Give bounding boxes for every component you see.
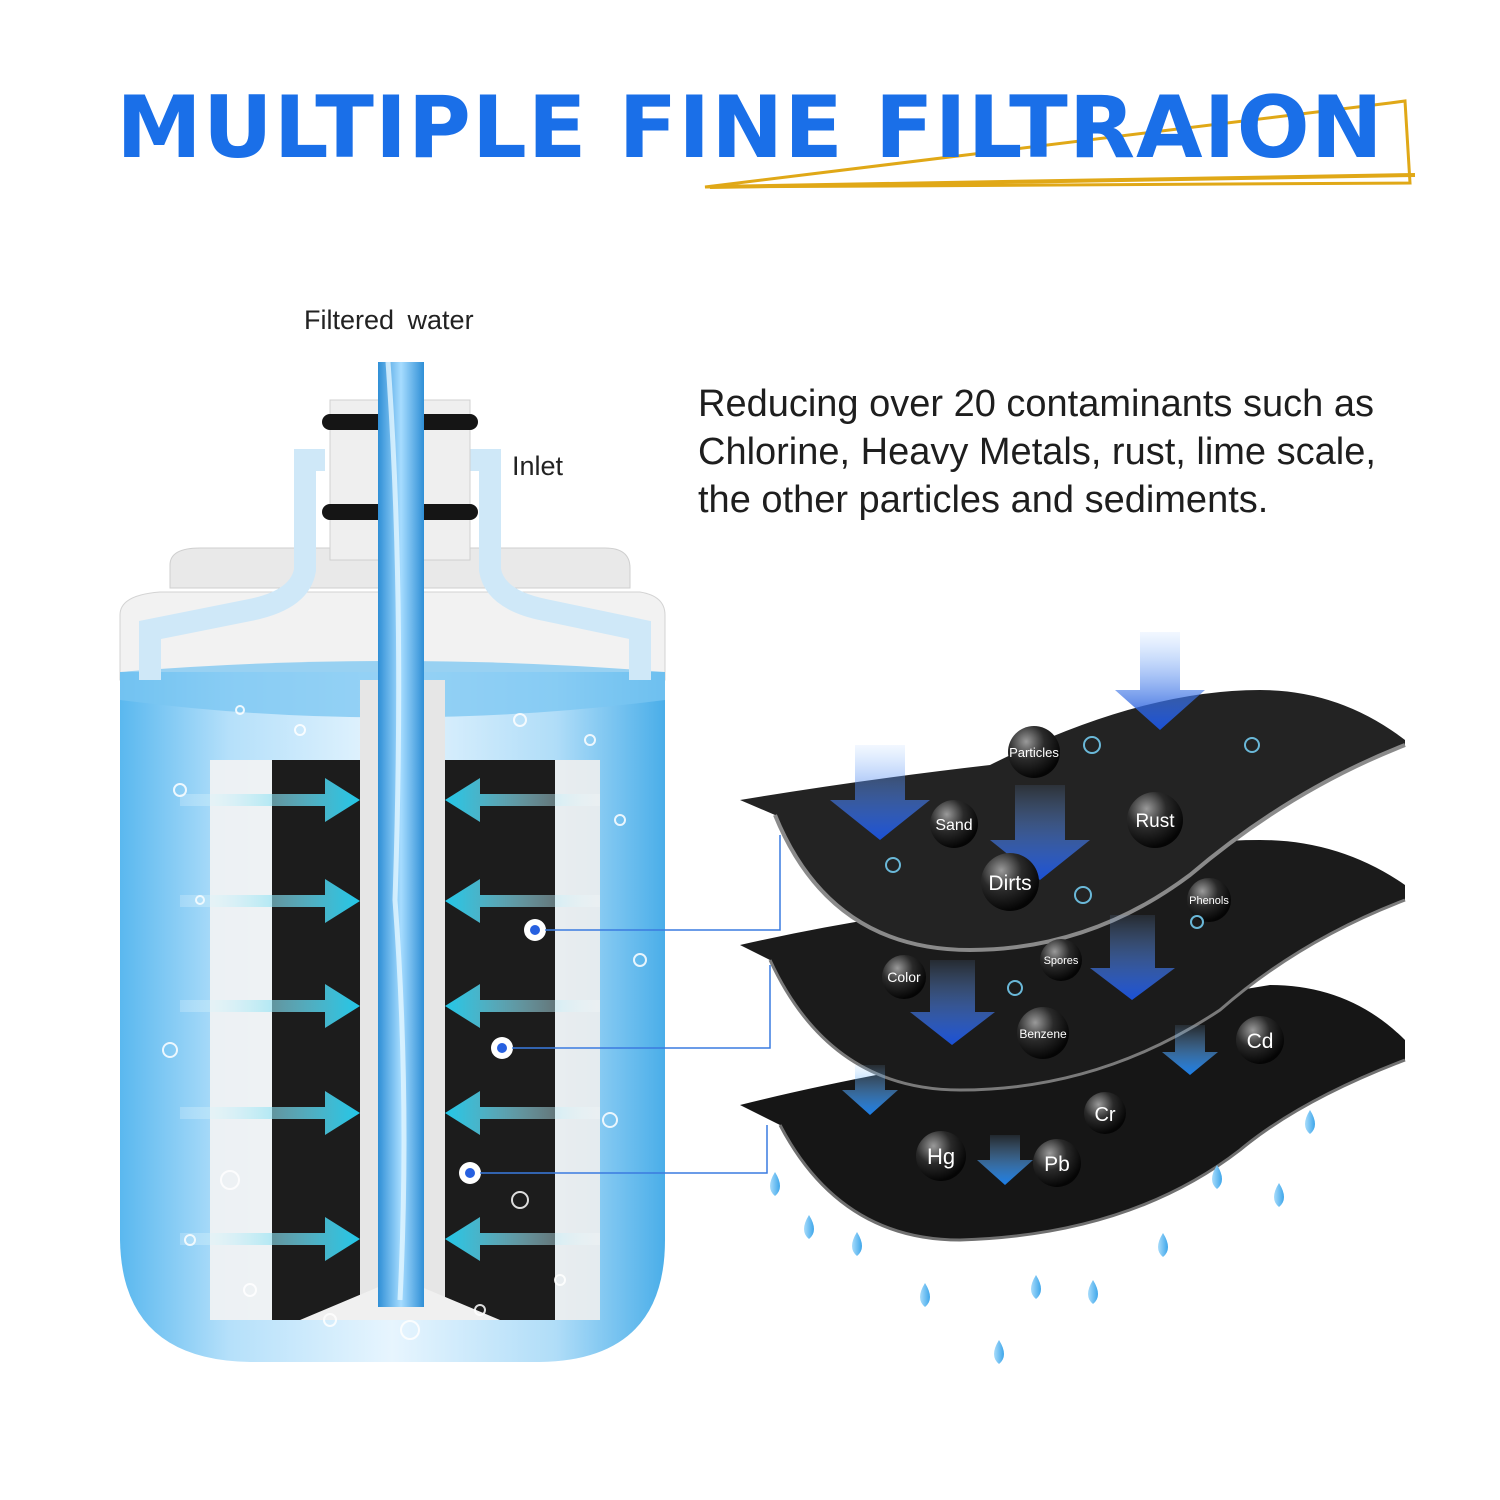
svg-text:Cd: Cd — [1247, 1030, 1274, 1053]
filtered-water-label: Filtered water — [304, 305, 474, 335]
contaminant-cd: Cd — [1236, 1016, 1284, 1064]
filter-cartridge — [119, 361, 666, 1362]
contaminant-dirts: Dirts — [981, 853, 1039, 911]
svg-text:Dirts: Dirts — [988, 872, 1031, 895]
contaminant-pb: Pb — [1033, 1139, 1081, 1187]
page-title: MULTIPLE FINE FILTRAION — [116, 78, 1384, 178]
contaminant-benzene: Benzene — [1017, 1007, 1069, 1059]
contaminant-color: Color — [882, 955, 926, 999]
description-line: Reducing over 20 contaminants such as — [698, 383, 1374, 425]
inward-flow-arrows — [180, 778, 600, 1261]
contaminant-rust: Rust — [1127, 792, 1183, 848]
bacteria-icons — [885, 736, 1260, 996]
contaminant-spores: Spores — [1040, 939, 1082, 981]
description-text: Reducing over 20 contaminants such as Ch… — [698, 380, 1478, 524]
contaminant-particles: Particles — [1008, 726, 1060, 778]
svg-text:Spores: Spores — [1044, 955, 1079, 967]
title-underline-accent — [704, 99, 1416, 189]
svg-text:Pb: Pb — [1044, 1153, 1070, 1176]
svg-text:Hg: Hg — [927, 1144, 955, 1169]
contaminant-cr: Cr — [1084, 1092, 1126, 1134]
svg-text:Particles: Particles — [1009, 745, 1059, 760]
svg-text:Benzene: Benzene — [1019, 1027, 1067, 1041]
water-drops — [770, 1110, 1315, 1364]
callout-lines — [480, 835, 781, 1174]
svg-text:Phenols: Phenols — [1189, 895, 1229, 907]
svg-text:Sand: Sand — [935, 817, 972, 834]
svg-text:Rust: Rust — [1135, 811, 1175, 832]
description-line: Chlorine, Heavy Metals, rust, lime scale… — [698, 431, 1376, 473]
svg-text:Color: Color — [887, 969, 921, 985]
contaminant-phenols: Phenols — [1187, 878, 1231, 922]
contaminant-sand: Sand — [930, 800, 978, 848]
down-arrows — [830, 632, 1218, 1185]
contaminant-hg: Hg — [916, 1131, 966, 1181]
svg-text:Cr: Cr — [1094, 1104, 1115, 1126]
description-line: the other particles and sediments. — [698, 479, 1269, 521]
top-layer — [740, 690, 1406, 953]
layer-callout-dots — [459, 919, 546, 1184]
contaminants: Particles Sand Rust Dirts Phenols Color … — [882, 726, 1284, 1187]
inlet-label: Inlet — [512, 451, 564, 481]
